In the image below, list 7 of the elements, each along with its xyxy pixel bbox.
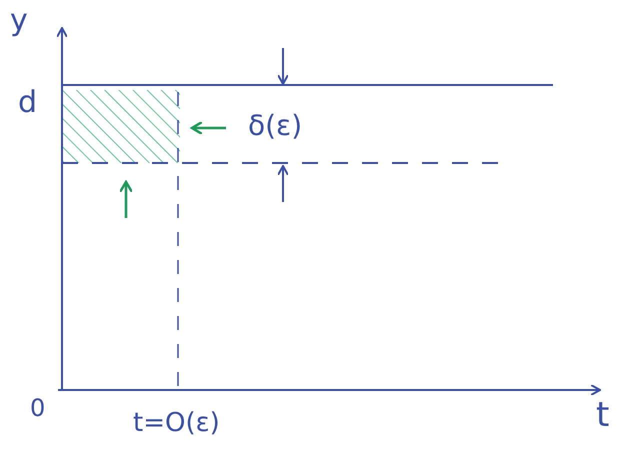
- axis-label: d: [18, 88, 38, 118]
- hatched-region: [62, 90, 180, 163]
- axis-label: y: [10, 6, 28, 36]
- axis-label: t: [596, 398, 610, 432]
- tick-label: t=O(ε): [133, 410, 220, 436]
- axis-label: 0: [30, 396, 46, 420]
- dimension-label: δ(ε): [248, 112, 302, 140]
